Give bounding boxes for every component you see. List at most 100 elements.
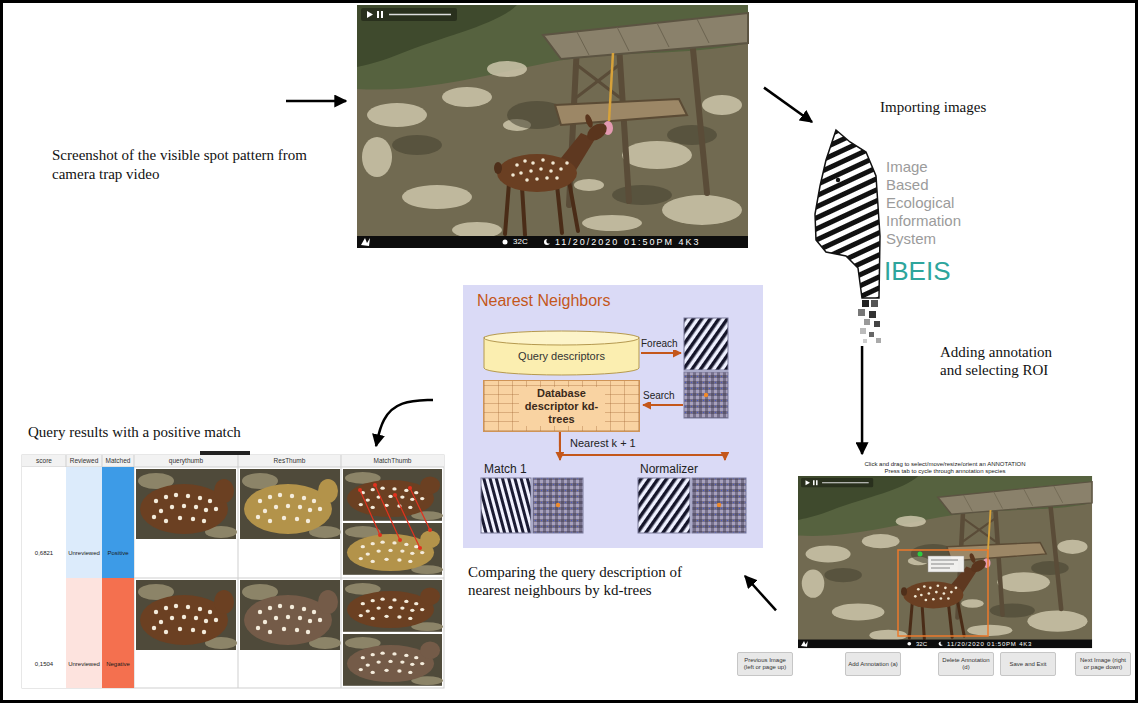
text-slot: Screenshot of the visible spot pattern f…: [52, 146, 310, 184]
text-slot: 32C: [916, 640, 927, 648]
text-slot: ResThumb: [238, 455, 341, 467]
results-table-grid: [200, 451, 250, 455]
text-slot: score: [22, 455, 66, 467]
node-text: Previous Image (left or page up): [740, 657, 790, 671]
results-table-grid: [375, 485, 400, 540]
results-table-grid: [358, 488, 362, 492]
node-text: Delete Annotation (d): [941, 657, 991, 671]
text-slot: Comparing the query description of neare…: [468, 563, 700, 599]
text-slot: 0,6821: [22, 467, 66, 578]
results-table-grid: [395, 495, 420, 548]
flow-arrow: [861, 346, 864, 454]
annotation-screenshot-image: [931, 568, 950, 569]
annotation-label: Search: [643, 390, 675, 402]
step-caption: Adding annotation and selecting ROI: [940, 343, 1068, 379]
nearest-neighbors-illustration: [717, 503, 721, 507]
text-slot: Press tab to cycle through annotation sp…: [798, 468, 1092, 475]
results-table-grid: [343, 634, 443, 686]
database-kd-tree-box: Database descriptor kd-trees: [483, 380, 640, 432]
results-table-grid: [240, 469, 341, 539]
results-table-grid: [238, 455, 239, 688]
leader-arrow: [286, 100, 346, 103]
results-table-grid: [343, 523, 443, 575]
text-slot: Negative: [102, 578, 134, 688]
node-text: 32C: [513, 236, 528, 248]
normalizer-patch-pair: Normalizer: [635, 462, 748, 535]
results-table-grid: [343, 580, 443, 632]
nearest-neighbors-illustration: [684, 318, 728, 370]
text-slot: Reviewed: [66, 455, 102, 467]
results-table-grid: [22, 451, 444, 688]
ui-button: Save and Exit: [1000, 652, 1056, 676]
node-text: 0,1504: [22, 578, 66, 688]
nearest-neighbors-illustration: [641, 352, 681, 354]
node-text: Match 1: [484, 462, 527, 476]
flow-arrow: [764, 88, 812, 122]
node-text: Database descriptor kd-trees: [519, 387, 605, 426]
annotation-screenshot: Click and drag to select/move/resize/ori…: [798, 460, 1092, 648]
ibeis-zebra-logo: [864, 319, 870, 325]
nearest-neighbors-illustration: [704, 393, 708, 397]
cylinder-outline: [484, 331, 639, 345]
node-text: Matched: [102, 455, 134, 467]
results-table-grid: [22, 455, 444, 688]
nearest-neighbors-illustration: [556, 503, 560, 507]
text-slot: querythumb: [134, 455, 238, 467]
text-slot: Normalizer: [640, 462, 698, 476]
nearest-neighbors-illustration: [533, 478, 583, 533]
text-slot: Unreviewed: [66, 467, 102, 578]
results-table: scoreReviewedMatchedquerythumbResThumbMa…: [22, 455, 444, 688]
node-text: IBEIS: [884, 256, 950, 286]
text-slot: Search: [643, 390, 675, 402]
node-text: Add Annotation (a): [848, 661, 898, 668]
ibeis-zebra-logo: [863, 339, 867, 343]
results-table-grid: [343, 469, 443, 521]
text-slot: IBEIS: [884, 256, 950, 286]
results-table-grid: [22, 455, 444, 688]
ui-button: Previous Image (left or page up): [737, 652, 793, 676]
step-caption: Nearest k + 1: [568, 437, 638, 450]
node-text: 0,6821: [22, 467, 66, 578]
ibeis-zebra-logo: [876, 338, 881, 343]
ui-button: Delete Annotation (d): [938, 652, 994, 676]
nearest-neighbors-illustration: [481, 478, 531, 533]
nearest-neighbors-illustration: [643, 404, 683, 406]
flow-arrow: [560, 432, 725, 460]
node-text: Normalizer: [640, 462, 698, 476]
step-caption: Comparing the query description of neare…: [468, 563, 700, 599]
text-slot: Nearest Neighbors: [477, 291, 610, 311]
annotation-screenshot-image: [931, 564, 954, 565]
node-text: Next Image (right or page down): [1078, 657, 1128, 671]
results-table-grid: [360, 490, 380, 535]
match-patch-pair: Match 1: [480, 462, 585, 535]
results-table-grid: [360, 485, 430, 548]
results-table-grid: [341, 455, 342, 688]
node-text: Positive: [102, 467, 134, 578]
results-table-grid: [136, 580, 237, 650]
ibeis-zebra-logo: [858, 309, 865, 316]
annotation-screenshot-image: [798, 476, 1092, 648]
annotation-screenshot-image: [931, 560, 958, 568]
camera-trap-photo: 32C11/20/2020 01:50PM 4K3: [357, 5, 748, 248]
node-text: Query descriptors: [518, 350, 605, 363]
results-table-grid: [408, 486, 412, 490]
results-table-grid: [410, 488, 430, 530]
annotation-screenshot-image: [918, 552, 923, 557]
ibeis-zebra-logo: [815, 130, 880, 298]
node-text: Save and Exit: [1009, 661, 1046, 668]
node-text: 11/20/2020 01:50PM 4K3: [947, 640, 1032, 648]
text-slot: Importing images: [880, 98, 986, 116]
text-slot: Matched: [102, 455, 134, 467]
text-slot: Match 1: [484, 462, 527, 476]
nearest-neighbors-illustration: [692, 478, 746, 533]
node-text: MatchThumb: [341, 455, 444, 467]
text-slot: 11/20/2020 01:50PM 4K3: [947, 640, 1032, 648]
ibeis-zebra-logo: [869, 311, 876, 318]
node-text: Reviewed: [66, 455, 102, 467]
ibeis-zebra-logo: [860, 328, 866, 334]
node-text: 32C: [916, 640, 927, 648]
text-slot: MatchThumb: [341, 455, 444, 467]
text-slot: Foreach: [641, 338, 678, 350]
ibeis-zebra-logo: [836, 178, 840, 182]
